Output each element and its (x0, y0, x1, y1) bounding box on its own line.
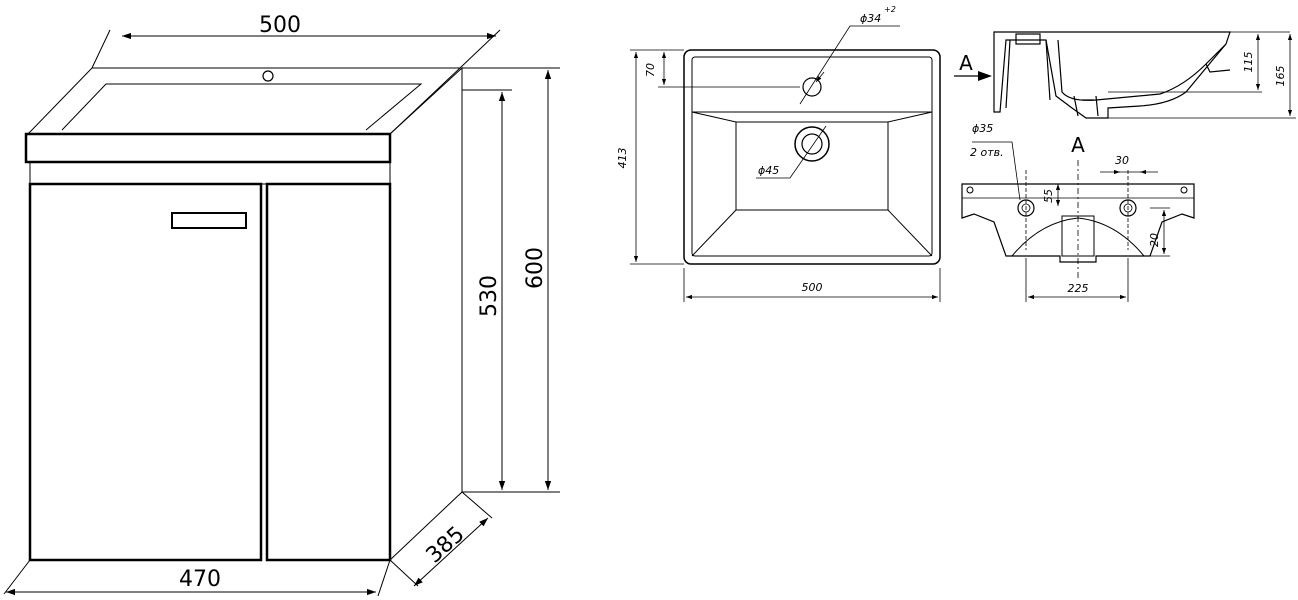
rear-mount-right (1180, 186, 1188, 194)
basin-section-view (993, 31, 1231, 119)
label-basin-depth: 413 (616, 148, 629, 169)
basin-inner-rim (691, 56, 933, 257)
countertop-back-edge (27, 67, 462, 135)
label-bottom-width: 470 (179, 567, 221, 592)
left-door (28, 182, 263, 562)
cabinet-dimensions (3, 29, 560, 597)
faucet-hole-marker (262, 70, 274, 82)
leader-rear-hole (972, 141, 1021, 201)
basin-bowl-bottom (735, 121, 889, 211)
cabinet-side-edge (389, 66, 463, 561)
section-front-lip (1205, 63, 1231, 73)
cabinet-view (24, 66, 463, 562)
right-door (265, 182, 392, 562)
basin-plan-view (683, 49, 941, 265)
section-dimensions (1108, 31, 1296, 119)
label-drain-hole: ϕ45 (758, 164, 779, 177)
label-section-total: 165 (1274, 66, 1287, 87)
basin-opening (61, 83, 423, 131)
label-rear-drain-offset: 20 (1148, 233, 1161, 247)
drain-hole-outer (794, 126, 830, 162)
label-section-inner: 115 (1242, 52, 1255, 73)
countertop-slab (24, 132, 392, 164)
cabinet-top-rail (29, 161, 391, 185)
label-total-height: 600 (523, 247, 548, 289)
label-faucet-hole-tol: +2 (884, 5, 896, 14)
section-profile-inner (1057, 39, 1227, 101)
rear-profile (961, 183, 1195, 263)
section-faucet-boss (1015, 33, 1041, 45)
label-rear-hole-offset: 55 (1042, 189, 1055, 203)
dim-line-depth (413, 517, 489, 587)
door-handle (171, 212, 247, 229)
section-drain (1073, 95, 1099, 117)
label-section-bottom: A (1071, 133, 1085, 157)
label-faucet-hole: ϕ34 (860, 12, 881, 25)
basin-rear-view (961, 183, 1195, 263)
rear-mount-left (966, 186, 974, 194)
label-section-left: A (959, 51, 973, 75)
label-faucet-offset: 70 (644, 63, 657, 77)
rear-dimensions (972, 141, 1170, 302)
label-depth: 385 (422, 522, 470, 569)
label-rear-hole-count: 2 отв. (970, 146, 1004, 159)
leader-faucet-hole (799, 25, 900, 105)
basin-bowl-top (691, 111, 933, 123)
label-body-height: 530 (477, 275, 502, 317)
label-rear-hole-spacing: 225 (1068, 282, 1089, 295)
label-rear-hole-size: 30 (1115, 154, 1129, 167)
label-basin-width: 500 (802, 281, 823, 294)
rear-bowl-curve (1011, 217, 1145, 257)
section-arrow (954, 71, 992, 81)
leader-drain-hole (756, 125, 827, 179)
basin-outer-rim (683, 49, 941, 265)
label-rear-hole-dia: ϕ35 (972, 122, 993, 135)
faucet-hole (802, 77, 822, 97)
label-top-width: 500 (259, 13, 301, 38)
basin-plan-dimensions (630, 25, 941, 302)
drain-hole-inner (801, 133, 823, 155)
